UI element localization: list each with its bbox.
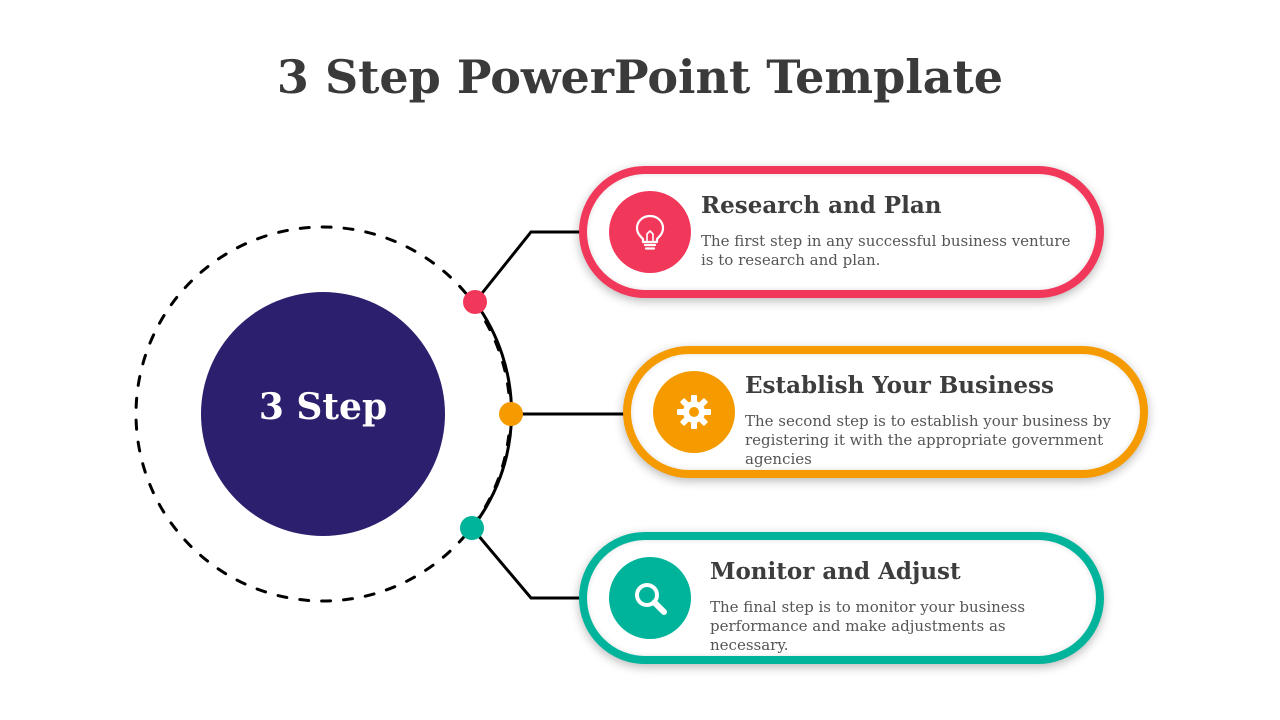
step-description-1: The first step in any successful busines… (701, 232, 1071, 269)
step-description-2: The second step is to establish your bus… (745, 412, 1111, 468)
node-dot-3 (460, 516, 484, 540)
hub-label: 3 Step (258, 386, 388, 428)
lightbulb-icon (635, 214, 665, 250)
connector-line-1 (473, 230, 584, 303)
step-title-1: Research and Plan (701, 192, 942, 219)
step-title-2: Establish Your Business (745, 372, 1054, 399)
node-dot-1 (463, 290, 487, 314)
step-card-1: Research and Plan The first step in any … (579, 166, 1104, 298)
node-dot-2 (499, 402, 523, 426)
magnifier-icon (635, 583, 667, 615)
step-badge-2 (653, 371, 735, 453)
step-card-3: Monitor and Adjust The final step is to … (579, 532, 1104, 664)
step-badge-1 (609, 191, 691, 273)
step-description-3: The final step is to monitor your busine… (710, 598, 1026, 654)
slide-title: 3 Step PowerPoint Template (276, 50, 1004, 104)
connector-line-3 (470, 527, 584, 600)
gear-icon (677, 395, 711, 429)
step-badge-3 (609, 557, 691, 639)
hub-circle (201, 292, 445, 536)
step-title-3: Monitor and Adjust (710, 558, 961, 585)
step-card-2: Establish Your Business The second step … (623, 346, 1148, 478)
